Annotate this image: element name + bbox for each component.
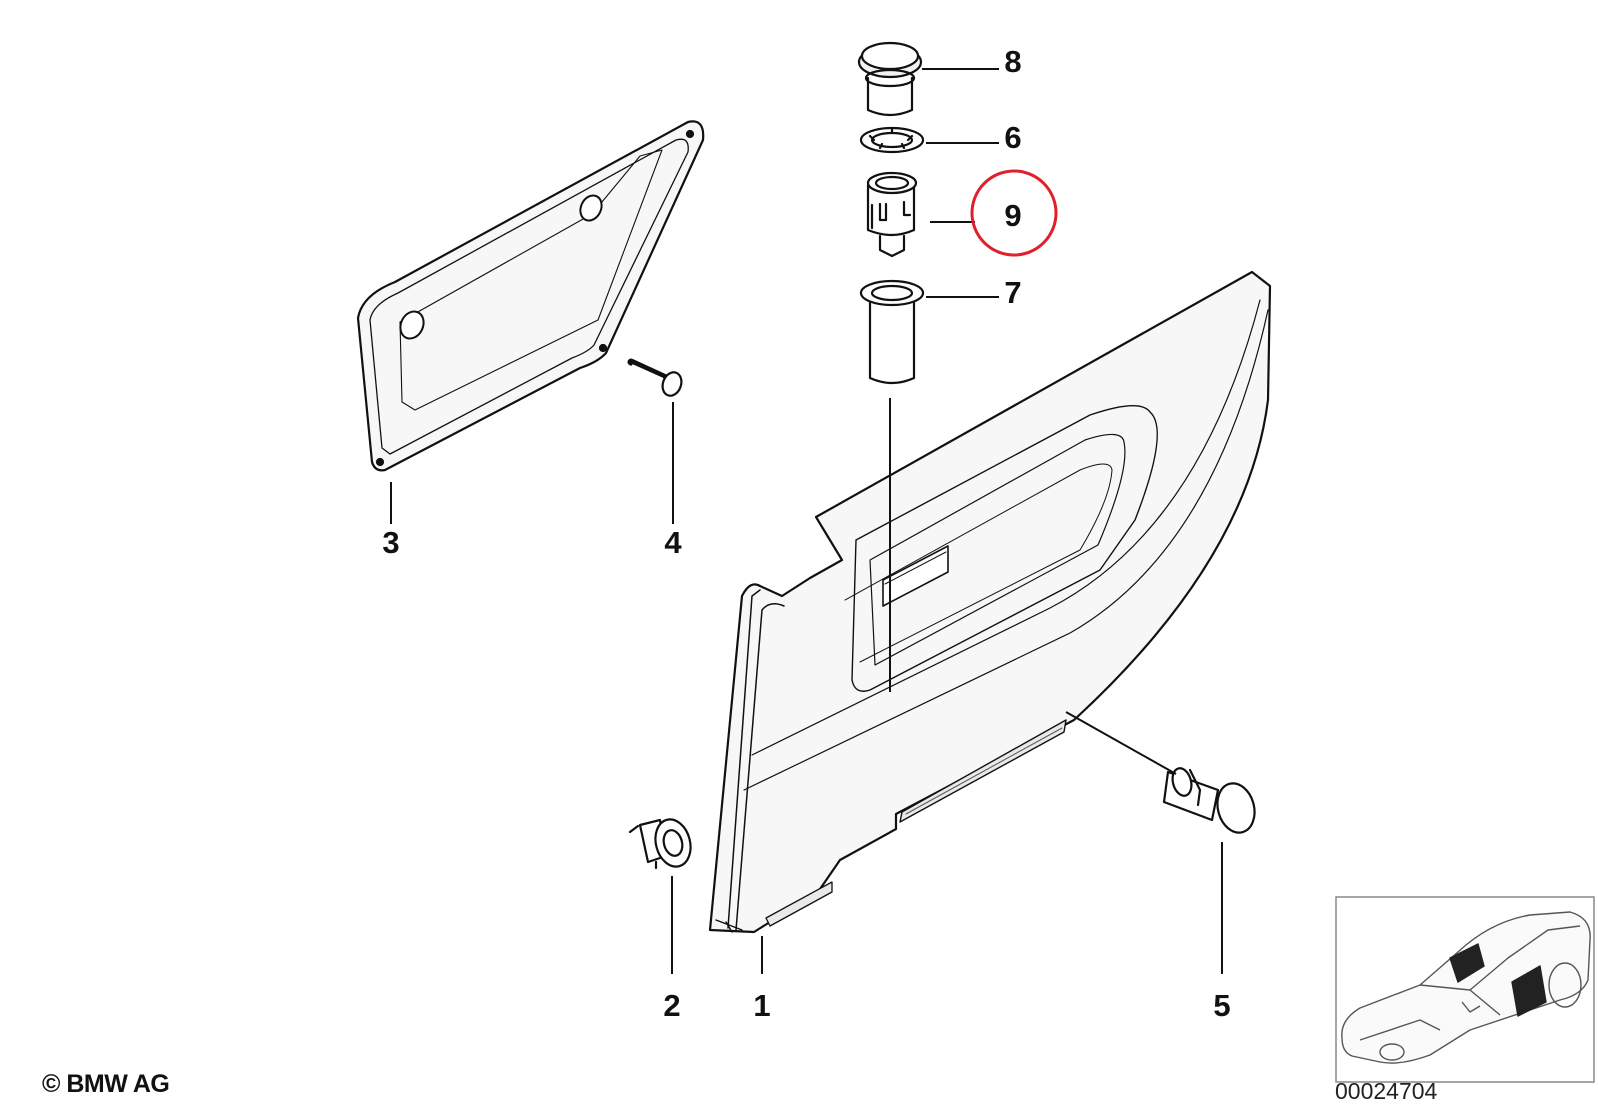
highlight-circle	[970, 169, 1058, 257]
expanding-rivet-part-2[interactable]	[628, 815, 696, 870]
cap-part-8[interactable]	[857, 41, 923, 117]
clip-part-5[interactable]	[1162, 766, 1260, 837]
leader-line-5-to-panel	[1065, 711, 1177, 775]
cover-panel-part-3[interactable]	[356, 120, 705, 472]
ring-part-6[interactable]	[859, 126, 925, 154]
part-label-8[interactable]: 8	[1004, 44, 1021, 79]
part-label-1[interactable]: 1	[753, 988, 770, 1023]
part-label-2[interactable]: 2	[663, 988, 680, 1023]
diagram-id: 00024704	[1335, 1078, 1438, 1104]
car-icon	[1341, 911, 1591, 1064]
copyright-text: © BMW AG	[42, 1070, 170, 1098]
leader-lines	[390, 68, 1223, 974]
part-labels: 3 4 8 6 9 7 2 1 5	[382, 44, 1230, 1023]
screw-part-4[interactable]	[627, 358, 685, 398]
part-label-5[interactable]: 5	[1213, 988, 1230, 1023]
sleeve-part-7[interactable]	[859, 279, 925, 385]
part-label-3[interactable]: 3	[382, 525, 399, 560]
part-label-9[interactable]: 9	[1004, 198, 1021, 233]
location-thumbnail	[1335, 896, 1595, 1083]
part-label-6[interactable]: 6	[1004, 120, 1021, 155]
part-label-7[interactable]: 7	[1004, 275, 1021, 310]
side-trim-panel-part-1[interactable]	[708, 270, 1272, 934]
part-label-4[interactable]: 4	[664, 525, 682, 560]
socket-part-9[interactable]	[866, 171, 918, 258]
